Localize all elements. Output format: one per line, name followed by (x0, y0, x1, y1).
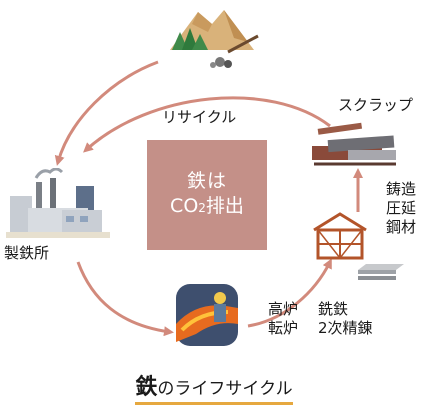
title-underline: 鉄のライフサイクル (135, 375, 293, 405)
co-text: CO (170, 195, 199, 217)
label-steelworks: 製鉄所 (4, 244, 50, 262)
house-frame-icon (313, 212, 367, 260)
center-message-box: 鉄は CO2排出 (147, 140, 267, 250)
title-rest: のライフサイクル (157, 379, 293, 399)
label-casting: 鋳造 (386, 180, 417, 198)
arrow-scrap-recycle (83, 96, 331, 153)
diagram-title: 鉄のライフサイクル (0, 376, 428, 405)
emission-text: 排出 (205, 195, 244, 217)
label-refining: 銑鉄 2次精錬 (318, 300, 373, 338)
label-products: 鋳造 圧延 鋼材 (386, 180, 416, 237)
label-converter: 転炉 (268, 319, 299, 337)
arrow-steelworks-to-furnace (76, 261, 174, 337)
arrow-furnace-to-products (247, 258, 332, 328)
label-secondary-refining: 2次精錬 (318, 319, 373, 337)
mountain-ore-icon (170, 10, 259, 68)
steel-scrap-icon (312, 122, 396, 166)
label-recycle: リサイクル (162, 108, 237, 126)
label-steel-material: 鋼材 (386, 218, 417, 236)
co2-subscript: 2 (198, 201, 206, 215)
furnace-worker-icon (176, 284, 238, 346)
label-furnace: 高炉 転炉 (268, 300, 298, 338)
label-scrap: スクラップ (338, 96, 414, 114)
label-pig-iron: 銑鉄 (318, 300, 349, 318)
center-line2: CO2排出 (170, 193, 244, 221)
center-line1: 鉄は (186, 170, 227, 192)
label-blast-furnace: 高炉 (268, 300, 299, 318)
label-rolling: 圧延 (386, 199, 417, 217)
arrow-ore-to-steelworks (54, 60, 159, 166)
title-strong: 鉄 (135, 375, 158, 400)
factory-icon (6, 168, 110, 238)
steel-plate-icon (358, 264, 404, 280)
